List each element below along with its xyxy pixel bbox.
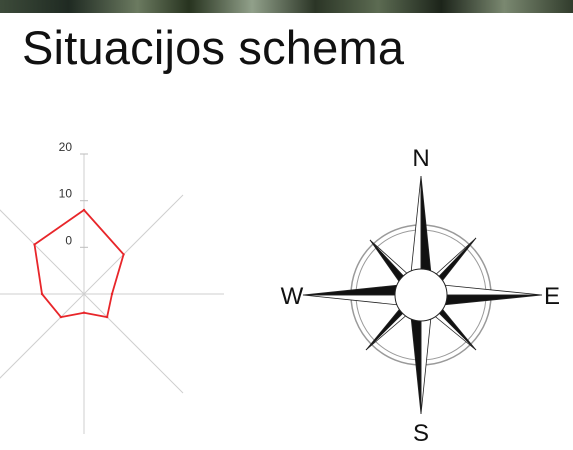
radar-point [82,311,86,314]
radar-series [33,208,125,319]
slide-title: Situacijos schema [22,21,405,74]
radar-point [82,208,86,212]
radar-tick-label: 10 [59,187,73,201]
radar-series-line [33,209,125,319]
radar-tick-labels: 0 10 20 [59,140,73,247]
radar-tick-label: 0 [65,233,72,247]
radar-point [33,243,36,246]
radar-point [105,315,109,319]
radar-point [40,292,44,296]
compass-rose: N E S W [281,145,560,447]
radar-point [122,253,125,256]
compass-west-label: W [281,283,304,310]
radar-chart: 0 10 20 [0,140,224,434]
compass-east-label: E [544,283,560,310]
radar-tick-label: 20 [59,140,73,154]
compass-star [302,175,543,415]
header-photo-strip [0,0,573,13]
radar-axis-line [0,293,85,379]
radar-point [110,292,114,296]
radar-grid [0,153,224,434]
compass-south-label: S [413,420,429,447]
compass-north-label: N [412,145,429,172]
radar-axis-line [83,194,184,295]
radar-axis-line [83,293,184,394]
radar-point [59,315,63,319]
